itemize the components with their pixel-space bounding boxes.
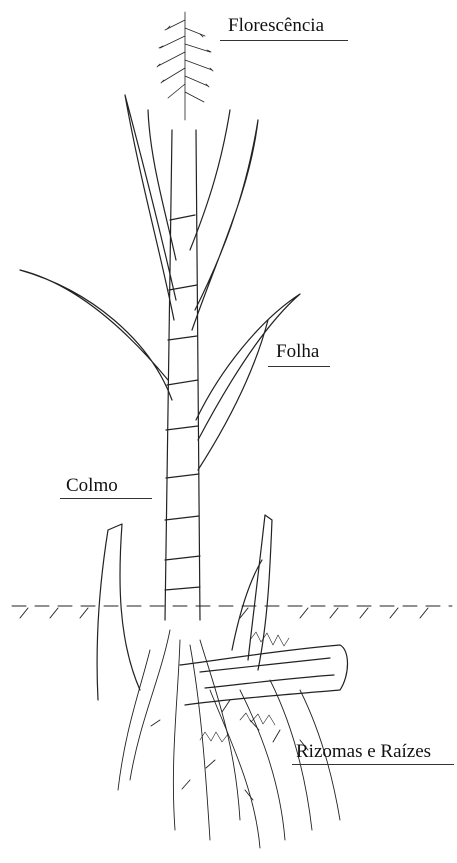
ground-line — [12, 606, 452, 618]
rhizome-drawing — [180, 645, 348, 705]
inflorescence-drawing — [157, 12, 213, 120]
leaf-label: Folha — [276, 342, 319, 361]
leaves-drawing — [20, 95, 300, 470]
shoots-drawing — [97, 515, 272, 700]
inflorescence-label: Florescência — [228, 16, 324, 35]
culm-label: Colmo — [66, 476, 118, 495]
inflorescence-leader-line — [220, 40, 348, 41]
roots-drawing — [118, 630, 340, 848]
culm-drawing — [165, 130, 200, 620]
rhizomes-roots-label: Rizomas e Raízes — [296, 742, 431, 761]
rhizomes-roots-leader-line — [292, 764, 454, 765]
leaf-leader-line — [268, 366, 330, 367]
culm-leader-line — [60, 498, 152, 499]
